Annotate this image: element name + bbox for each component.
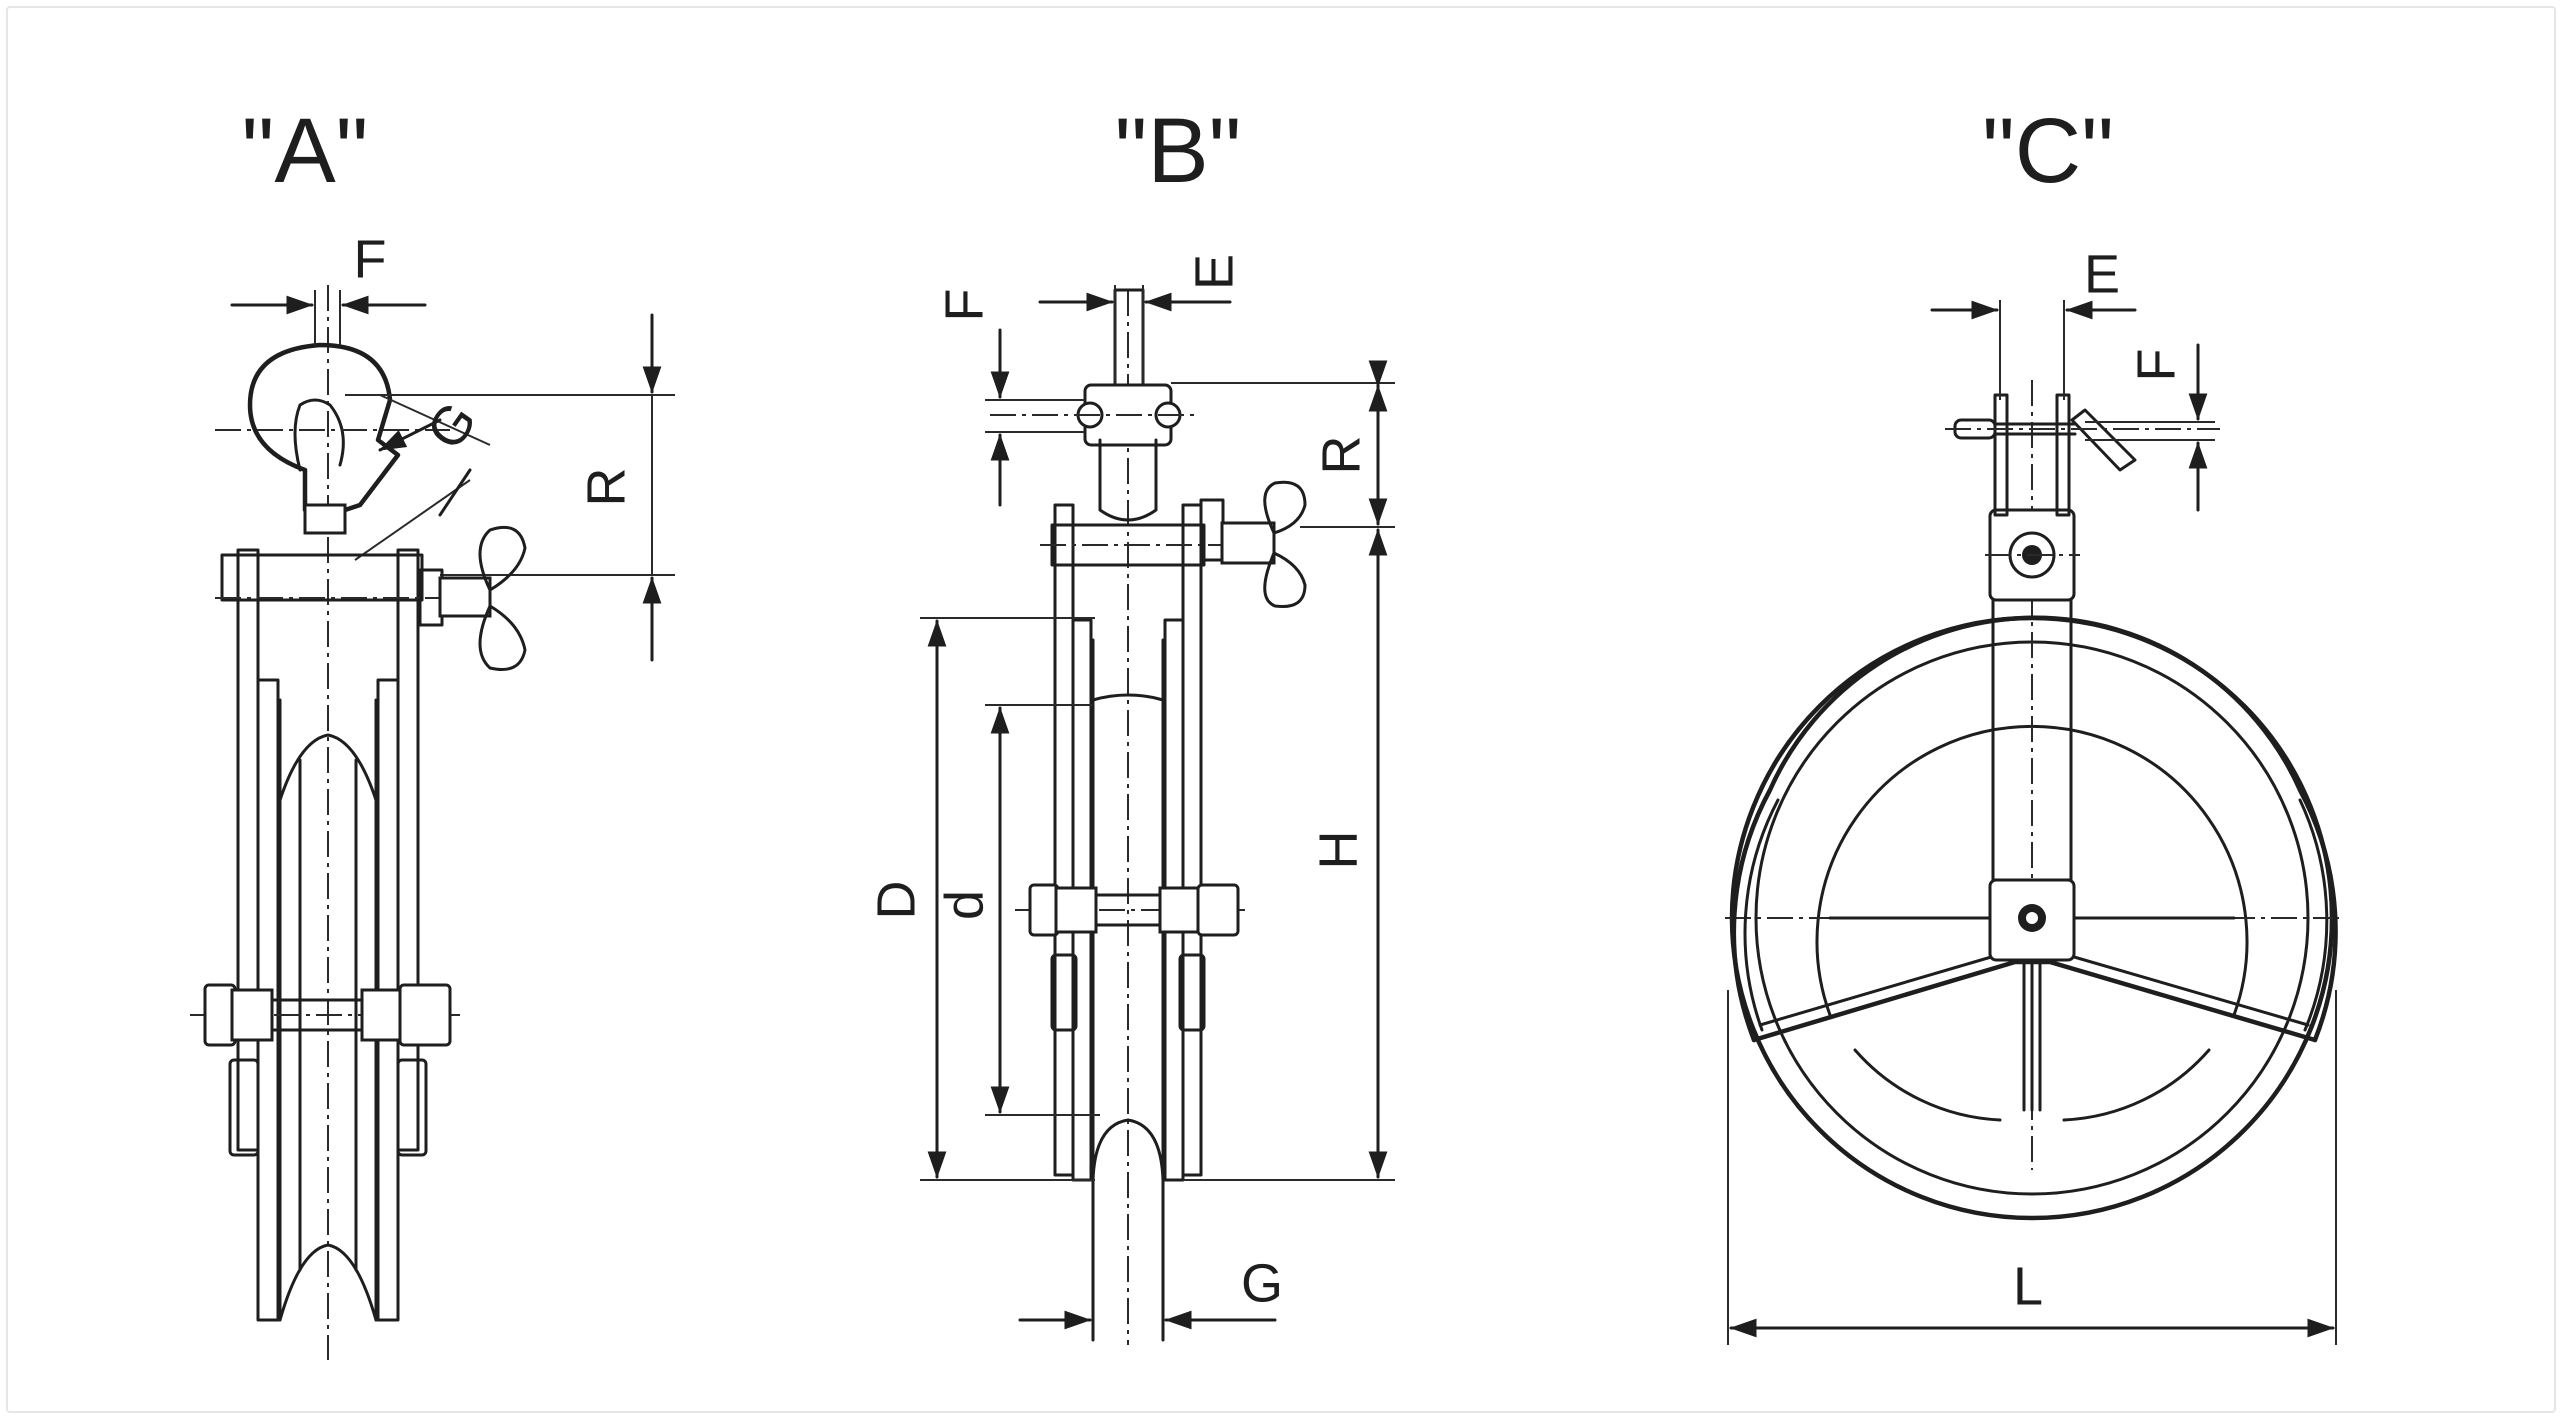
view-b-dim-r: R: [1171, 360, 1395, 528]
view-c-hub: [1828, 878, 2236, 1112]
view-b-title: "B": [1115, 100, 1242, 202]
view-c-top-pin: [1945, 408, 2220, 472]
view-a-sheave: [256, 678, 400, 1322]
view-b-dim-H: H: [1183, 528, 1395, 1181]
view-b-wing-nut: [1199, 480, 1307, 609]
view-c-title: "C": [1982, 100, 2114, 202]
view-a-label-g: G: [415, 391, 488, 460]
view-a-title: "A": [242, 100, 369, 202]
view-a-axle: [190, 983, 460, 1157]
view-b-label-e: E: [1184, 254, 1244, 290]
view-c-label-f: F: [2126, 349, 2186, 382]
view-b-label-H: H: [1308, 831, 1368, 870]
view-a-hook: [215, 342, 450, 535]
view-c-dim-e: E: [1930, 244, 2137, 400]
view-a-dim-f: F: [230, 229, 427, 345]
view-b-label-G: G: [1241, 1253, 1283, 1313]
view-c-dim-L: L: [1727, 990, 2337, 1345]
view-b-axle: [1015, 883, 1245, 1032]
hook-collar: [303, 503, 347, 535]
view-c-label-L: L: [2013, 1256, 2043, 1316]
view-a-wing-nut: [418, 525, 527, 671]
view-b-label-D: D: [866, 881, 926, 920]
view-b-dim-G: G: [1018, 1253, 1283, 1330]
view-b-label-d: d: [934, 890, 994, 920]
view-c-wheel: [1725, 380, 2345, 1221]
view-a-top-bar: [220, 553, 424, 602]
view-b-dim-e: E: [1038, 254, 1244, 395]
view-a: "A" F G: [190, 100, 675, 1360]
view-c-dim-f: F: [2085, 343, 2215, 512]
figure-frame: [6, 6, 2556, 1413]
view-b-dim-D: D: [866, 617, 1095, 1181]
view-b-dim-f: F: [934, 289, 1085, 507]
view-c: "C": [1725, 100, 2345, 1345]
view-a-dim-r: R: [345, 313, 675, 662]
view-b-side-plates: [1040, 503, 1230, 1177]
view-a-label-r: R: [576, 468, 636, 507]
view-b-label-r: R: [1311, 436, 1371, 475]
view-b-shackle: [990, 383, 1200, 522]
view-c-label-e: E: [2084, 244, 2120, 304]
view-b-label-f: F: [934, 289, 994, 322]
view-a-dim-g: G: [354, 391, 491, 561]
view-b: "B" E F: [866, 100, 1395, 1345]
view-b-dim-d: d: [934, 704, 1100, 1116]
view-a-label-f: F: [354, 229, 387, 289]
view-c-strap: [1985, 393, 2080, 882]
